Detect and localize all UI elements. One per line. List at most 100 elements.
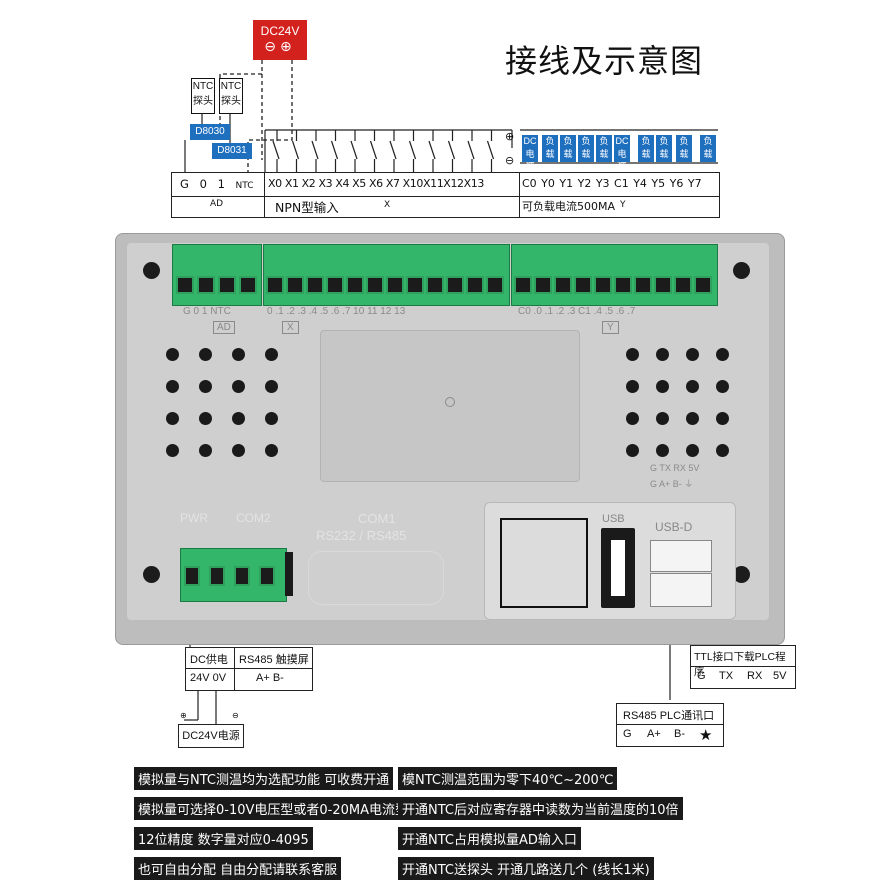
- output-tag-9: 负载: [700, 135, 716, 162]
- vent-hole-icon: [166, 380, 179, 393]
- mount-hole-icon: [733, 262, 750, 279]
- mount-hole-icon: [143, 262, 160, 279]
- note-left-2: 模拟量可选择0-10V电压型或者0-20MA电流型: [134, 797, 413, 820]
- x-label: X: [384, 200, 391, 210]
- output-tag-1: 负载: [542, 135, 558, 162]
- output-tag-line1: 负: [703, 136, 713, 146]
- vent-hole-icon: [716, 444, 729, 457]
- vent-hole-icon: [232, 380, 245, 393]
- screw-icon: [259, 566, 275, 586]
- screw-icon: [486, 276, 504, 294]
- ttl-pin-g: G: [697, 670, 706, 682]
- switch-line: [369, 140, 378, 160]
- silk-ttl-line2: G A+ B- ⏚: [650, 479, 694, 489]
- power-block-label: DC供电 RS485 触摸屏 24V 0V A+ B-: [185, 647, 313, 691]
- screw-icon: [176, 276, 194, 294]
- screw-icon: [694, 276, 712, 294]
- ttl-port[interactable]: [650, 540, 712, 572]
- ad-terminals: G 0 1 NTC: [180, 177, 254, 191]
- db9-port-outline: [308, 551, 444, 605]
- ad-term-1: 1: [217, 177, 225, 191]
- minus-icon: ⊖: [505, 155, 515, 167]
- rs485-port[interactable]: [650, 573, 712, 607]
- register-d8031: D8031: [212, 143, 252, 159]
- vent-hole-icon: [716, 380, 729, 393]
- vent-hole-icon: [656, 444, 669, 457]
- x-terminals: X0 X1 X2 X3 X4 X5 X6 X7 X10X11X12X13: [268, 177, 484, 190]
- vent-hole-icon: [265, 348, 278, 361]
- note-right-4: 开通NTC送探头 开通几路送几个 (线长1米): [398, 857, 654, 880]
- screw-icon: [614, 276, 632, 294]
- screw-icon: [346, 276, 364, 294]
- ttl-pin-rx: RX: [747, 670, 763, 682]
- output-tag-line2: 载: [599, 149, 609, 159]
- output-tag-3: 负载: [578, 135, 594, 162]
- vent-hole-icon: [686, 444, 699, 457]
- power-block-v1: 24V 0V: [190, 672, 227, 684]
- rs485-block: RS485 PLC通讯口 G A+ B- ★: [616, 703, 724, 747]
- silk-y-terms: C0 .0 .1 .2 .3 C1 .4 .5 .6 .7: [518, 306, 636, 317]
- output-tag-line1: DC: [615, 136, 629, 146]
- screw-icon: [654, 276, 672, 294]
- screw-icon: [514, 276, 532, 294]
- terminal-block-ad: [172, 244, 262, 306]
- screw-icon: [466, 276, 484, 294]
- plus-icon: ⊕: [505, 131, 515, 143]
- screw-icon: [446, 276, 464, 294]
- vent-hole-icon: [656, 348, 669, 361]
- silk-com2: COM2: [236, 511, 271, 525]
- note-right-1: 模NTC测温范围为零下40℃~200℃: [398, 767, 618, 790]
- vent-hole-icon: [199, 444, 212, 457]
- ad-label: AD: [210, 199, 224, 209]
- output-tag-line2: 载: [641, 149, 651, 159]
- output-tag-line1: 负: [545, 136, 555, 146]
- output-tag-6: 负载: [638, 135, 654, 162]
- vent-hole-icon: [199, 348, 212, 361]
- output-tag-line1: 负: [679, 136, 689, 146]
- usb-a-tongue: [611, 540, 625, 596]
- vent-hole-icon: [232, 412, 245, 425]
- switch-line: [467, 140, 475, 160]
- output-tag-line1: 负: [659, 136, 669, 146]
- vent-hole-icon: [166, 444, 179, 457]
- screw-icon: [234, 566, 250, 586]
- output-tag-line2: 载: [703, 149, 713, 159]
- mount-hole-icon: [143, 566, 160, 583]
- rs485-title: RS485 PLC通讯口: [623, 710, 715, 722]
- ttl-pin-tx: TX: [719, 670, 734, 682]
- ad-term-ntc: NTC: [235, 181, 254, 191]
- star-icon: ★: [699, 727, 713, 744]
- vent-hole-icon: [626, 444, 639, 457]
- note-right-3: 开通NTC占用模拟量AD输入口: [398, 827, 581, 850]
- switch-line: [330, 140, 339, 160]
- switch-line: [350, 140, 358, 160]
- vent-hole-icon: [166, 412, 179, 425]
- output-tag-8: 负载: [676, 135, 692, 162]
- dc24v-polarity: ⊖⊕: [253, 38, 307, 55]
- silk-com1: COM1: [358, 511, 396, 526]
- vent-hole-icon: [626, 380, 639, 393]
- terminal-block-y: [511, 244, 718, 306]
- output-tag-line1: 负: [599, 136, 609, 146]
- dc24v-text: DC24V: [260, 24, 300, 38]
- silk-ttl-line1: G TX RX 5V: [650, 463, 700, 473]
- dc24v-source-label: DC24V电源: [178, 724, 244, 748]
- vent-hole-icon: [232, 348, 245, 361]
- silk-com1-sub: RS232 / RS485: [316, 528, 407, 543]
- output-tag-4: 负载: [596, 135, 612, 162]
- output-tag-line1: 负: [563, 136, 573, 146]
- note-left-4: 也可自由分配 自由分配请联系客服: [134, 857, 342, 880]
- vent-hole-icon: [199, 412, 212, 425]
- sd-slot-outline: [500, 518, 588, 608]
- silk-x: X: [282, 321, 299, 334]
- dc24v-power-label: DC24V ⊖⊕: [253, 20, 307, 60]
- switch-line: [486, 140, 495, 160]
- x-label-main: NPN型输入: [275, 200, 339, 215]
- output-tag-line2: 载: [545, 149, 555, 159]
- ad-term-g: G: [180, 177, 189, 191]
- output-tag-7: 负载: [656, 135, 672, 162]
- vent-hole-icon: [265, 380, 278, 393]
- output-tag-line1: 负: [581, 136, 591, 146]
